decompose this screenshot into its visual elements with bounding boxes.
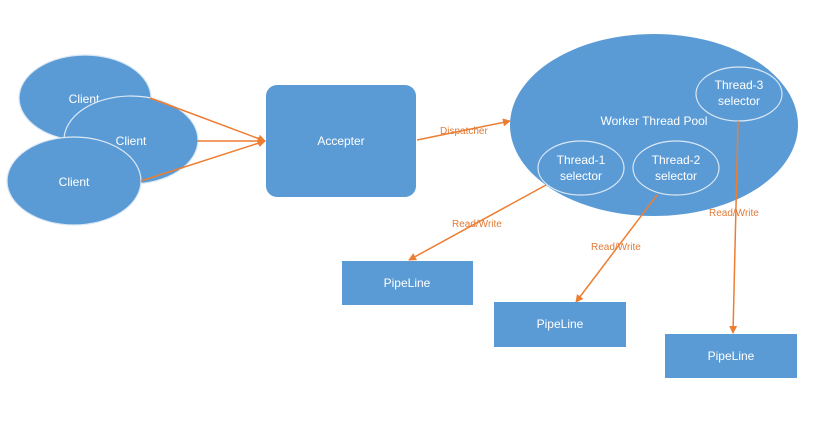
client-label: Client — [116, 134, 147, 148]
thread-1-selector-label: selector — [560, 169, 602, 183]
thread-3-selector-label: selector — [718, 94, 760, 108]
thread-2-selector-label: selector — [655, 169, 697, 183]
dispatcher-arrow — [416, 118, 511, 141]
accepter-node — [266, 85, 416, 197]
accepter-label: Accepter — [317, 134, 364, 148]
read-write-arrow — [408, 184, 547, 261]
read-write-arrow — [729, 120, 739, 334]
pipeline-node — [342, 261, 473, 305]
thread-1-selector-node — [537, 140, 625, 196]
thread-2-selector-node — [632, 140, 720, 196]
read-write-label: Read/Write — [709, 208, 759, 219]
pipeline-label: PipeLine — [537, 317, 584, 331]
thread-1-label: Thread-1 — [557, 153, 606, 167]
pipeline-label: PipeLine — [384, 276, 431, 290]
client-label: Client — [59, 175, 90, 189]
thread-2-label: Thread-2 — [652, 153, 701, 167]
read-write-arrow — [575, 194, 658, 303]
read-write-label: Read/Write — [452, 219, 502, 230]
read-write-label: Read/Write — [591, 242, 641, 253]
pipeline-node — [665, 334, 797, 378]
pipeline-node — [494, 302, 626, 347]
client-to-accepter-arrow — [140, 139, 266, 182]
pipeline-label: PipeLine — [708, 349, 755, 363]
dispatcher-label: Dispatcher — [440, 126, 488, 137]
worker-thread-pool-label: Worker Thread Pool — [601, 114, 708, 128]
client-to-accepter-arrow — [149, 97, 266, 143]
thread-3-label: Thread-3 — [715, 78, 764, 92]
client-label: Client — [69, 92, 100, 106]
thread-3-selector-node — [695, 66, 783, 122]
